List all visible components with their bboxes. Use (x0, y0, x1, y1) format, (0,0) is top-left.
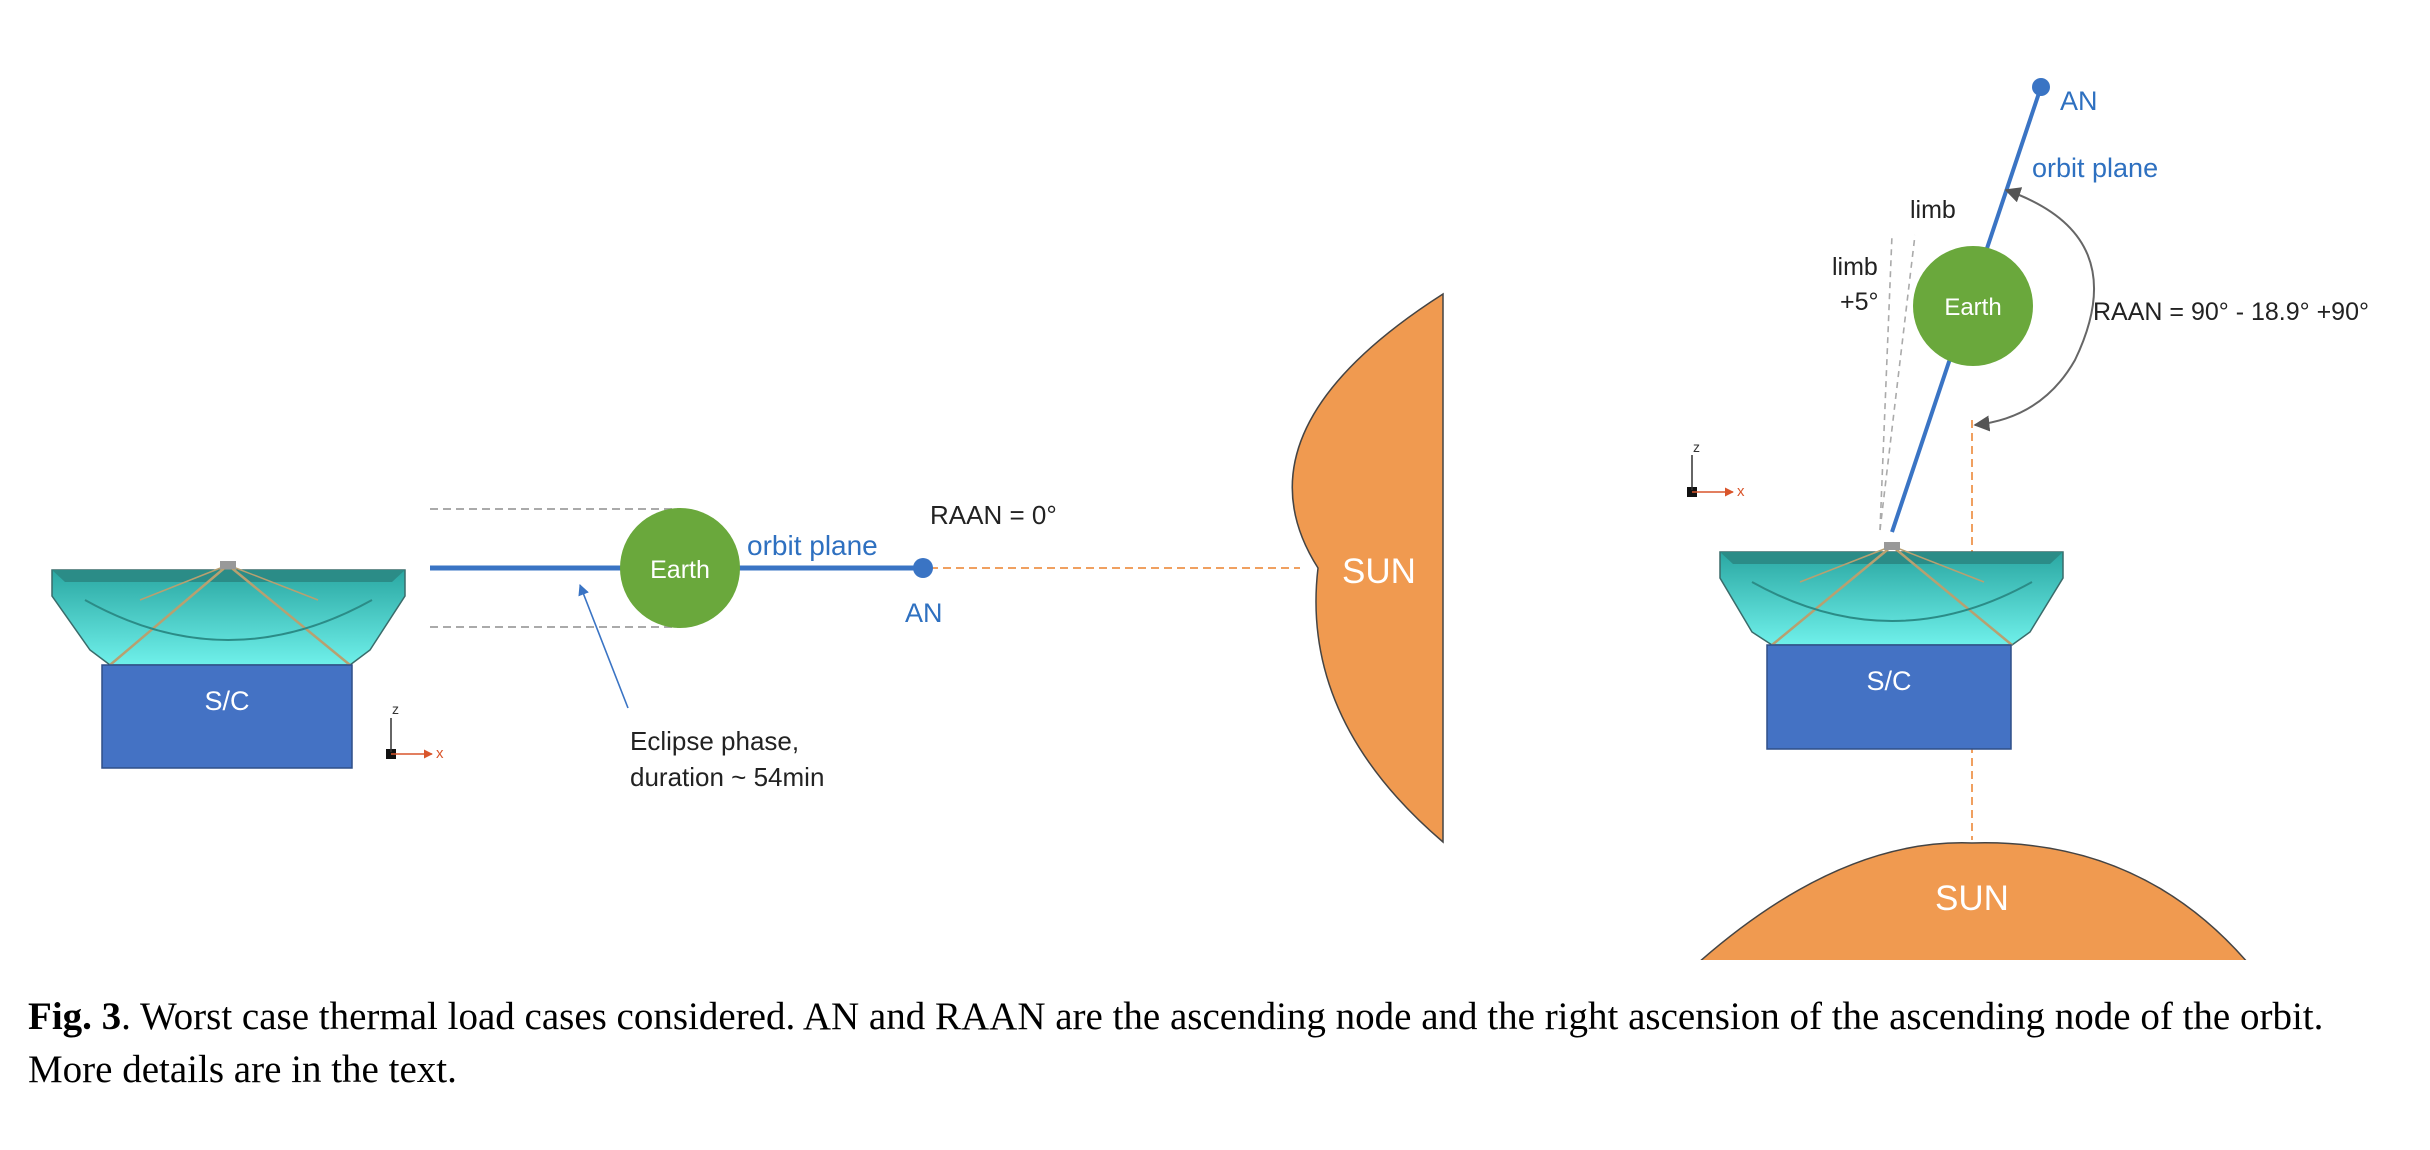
sun-label: SUN (1342, 552, 1416, 591)
thermal-load-diagram: Earth orbit plane RAAN = 0° AN Eclipse p… (51, 78, 2369, 960)
eclipse-pointer-arrow (578, 583, 629, 709)
antenna-rim-right (1720, 552, 2063, 564)
antenna-dish-right (1719, 551, 2064, 646)
ascending-node-label: AN (905, 598, 943, 628)
axis-x-label: x (436, 745, 444, 762)
antenna-rim (52, 570, 405, 582)
eclipse-label-line1: Eclipse phase, (630, 726, 799, 756)
sun-shape (1291, 292, 1444, 844)
spacecraft-label: S/C (204, 686, 249, 716)
left-panel: Earth orbit plane RAAN = 0° AN Eclipse p… (51, 292, 1444, 844)
figure-caption: Fig. 3. Worst case thermal load cases co… (28, 990, 2408, 1096)
axis-triad-right: z x (1687, 439, 1745, 500)
right-panel: Earth AN orbit plane limb limb +5° RAAN … (1687, 78, 2369, 960)
orbit-plane-label-right: orbit plane (2032, 153, 2158, 183)
spacecraft-bus-right (1766, 644, 2012, 750)
limb-line (1879, 234, 1916, 531)
ascending-node-dot-right (2032, 78, 2050, 96)
axis-x-label-right: x (1737, 483, 1745, 500)
axis-z-label: z (392, 701, 399, 717)
sun-shape-right (1700, 842, 2247, 960)
ascending-node-label-right: AN (2060, 86, 2098, 116)
antenna-dish (51, 569, 406, 666)
limb-plus5-label-line2: +5° (1840, 288, 1879, 316)
limb-plus5-line (1879, 234, 1893, 531)
raan-arc (1973, 187, 2096, 432)
axis-triad-left: z x (386, 701, 444, 762)
raan-label: RAAN = 0° (930, 500, 1057, 530)
eclipse-label-line2: duration ~ 54min (630, 762, 824, 792)
caption-label: Fig. 3 (28, 995, 122, 1038)
sun-label-right: SUN (1935, 879, 2009, 918)
earth-circle (620, 508, 740, 628)
spacecraft-label-right: S/C (1866, 666, 1911, 696)
earth-label: Earth (650, 556, 710, 584)
limb-plus5-label-line1: limb (1832, 253, 1878, 281)
spacecraft-right: S/C (1719, 542, 2064, 750)
caption-text: . Worst case thermal load cases consider… (28, 995, 2324, 1091)
axis-z-label-right: z (1693, 439, 1700, 455)
limb-label: limb (1910, 196, 1956, 224)
orbit-plane-label: orbit plane (747, 530, 878, 561)
raan-label-right: RAAN = 90° - 18.9° +90° (2093, 298, 2369, 326)
earth-label-right: Earth (1944, 294, 2001, 321)
ascending-node-dot (913, 558, 933, 578)
spacecraft-bus (101, 664, 353, 769)
spacecraft-left: S/C (51, 561, 406, 769)
